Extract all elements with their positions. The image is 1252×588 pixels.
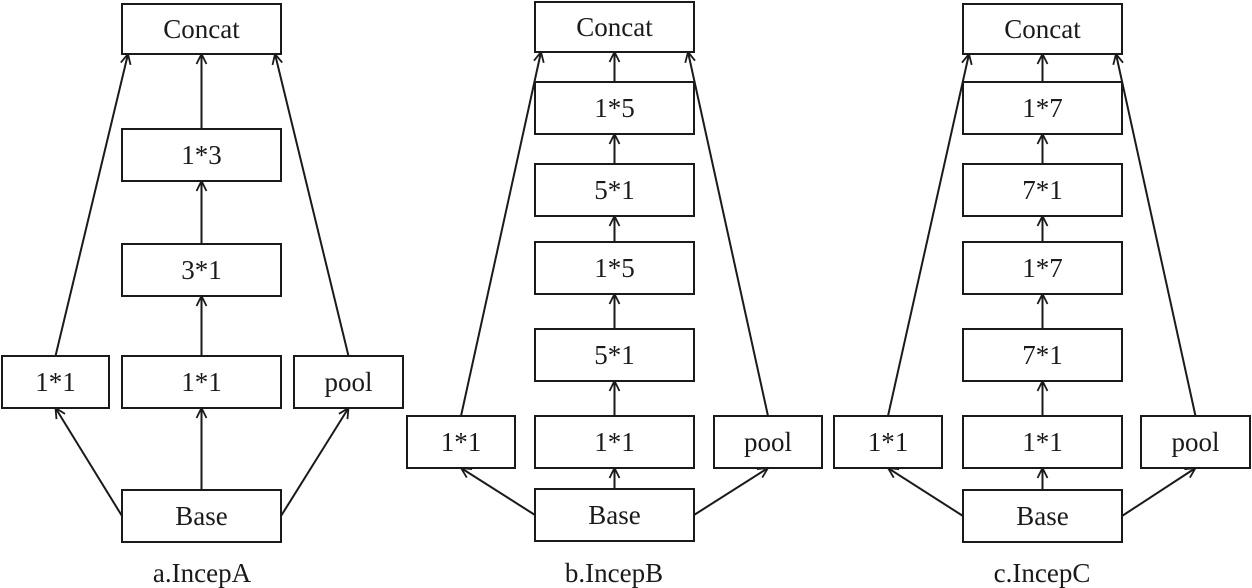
panel-2-center-box-5-rect <box>534 81 695 135</box>
panel-2-center-box-5: 1*5 <box>534 81 695 135</box>
panel-2-center-box-2-label: 5*1 <box>594 340 635 370</box>
panel-2-center-box-2-rect <box>534 328 695 382</box>
panel-2-pool-box-label: pool <box>744 427 792 457</box>
panel-2-arrow-base-to-pool <box>693 468 768 516</box>
panel-3-left-conv-box-rect <box>833 415 943 469</box>
panel-1-left-conv-box-rect <box>1 355 110 409</box>
panel-1-left-conv-box: 1*1 <box>1 355 110 409</box>
panel-2-center-box-2: 5*1 <box>534 328 695 382</box>
panel-3-arrow-base-to-left <box>888 468 964 517</box>
panel-3-caption: c.IncepC <box>994 558 1091 588</box>
panel-2-concat-box-rect <box>534 1 695 53</box>
panel-1-concat-box: Concat <box>121 3 282 55</box>
panel-1-center-box-1-rect <box>121 355 282 409</box>
panel-3-center-box-4-label: 7*1 <box>1022 175 1063 205</box>
panel-3-concat-box-rect <box>962 3 1123 55</box>
panel-3-center-box-2: 7*1 <box>962 328 1123 382</box>
panel-1-arrow-pool-to-concat <box>275 54 350 357</box>
panel-1-concat-box-label: Concat <box>163 14 240 44</box>
panel-2-left-conv-box: 1*1 <box>406 415 516 469</box>
panel-2-center-box-4-label: 5*1 <box>594 175 635 205</box>
panel-2-center-box-1-label: 1*1 <box>594 427 635 457</box>
panel-1-caption: a.IncepA <box>153 558 252 588</box>
panel-1-center-box-2-label: 3*1 <box>181 255 222 285</box>
panel-1-arrow-base-to-pool <box>280 408 349 517</box>
panel-1-center-box-1: 1*1 <box>121 355 282 409</box>
panel-1-center-box-3-rect <box>121 128 282 182</box>
panel-3-center-box-4: 7*1 <box>962 163 1123 217</box>
panel-3-concat-box-label: Concat <box>1004 14 1081 44</box>
panel-3-concat-box: Concat <box>962 3 1123 55</box>
panel-2-concat-box-label: Concat <box>576 12 653 42</box>
panel-2-pool-box-rect <box>713 415 823 469</box>
panel-2-center-box-3-label: 1*5 <box>594 253 635 283</box>
panel-3-center-box-3-label: 1*7 <box>1022 253 1063 283</box>
panel-1-base-box-rect <box>121 489 282 543</box>
panel-2-center-box-1-rect <box>534 415 695 469</box>
panel-1-pool-box: pool <box>293 355 404 409</box>
panel-3-base-box-label: Base <box>1016 501 1069 531</box>
panel-3-left-conv-box: 1*1 <box>833 415 943 469</box>
panel-3-center-box-4-rect <box>962 163 1123 217</box>
panel-1-base-box-label: Base <box>175 501 228 531</box>
panel-3-center-box-3-rect <box>962 241 1123 295</box>
panel-2-arrow-base-to-left <box>461 468 536 516</box>
panel-2-pool-box: pool <box>713 415 823 469</box>
panel-3-arrow-base-to-pool <box>1121 468 1196 517</box>
panel-1-center-box-2-rect <box>121 243 282 297</box>
panel-2-left-conv-box-label: 1*1 <box>441 427 482 457</box>
panel-1-concat-box-rect <box>121 3 282 55</box>
panel-3-center-box-5-label: 1*7 <box>1022 93 1063 123</box>
panel-2-base-box-label: Base <box>588 500 641 530</box>
panel-2-concat-box: Concat <box>534 1 695 53</box>
panel-3-arrow-pool-to-concat <box>1116 54 1197 417</box>
panel-1-arrow-left-to-concat <box>54 54 129 357</box>
panel-1-arrow-base-to-left <box>56 408 123 517</box>
panel-1-pool-box-label: pool <box>324 367 372 397</box>
panel-1-center-box-3-label: 1*3 <box>181 140 222 170</box>
panel-2-left-conv-box-rect <box>406 415 516 469</box>
panel-3-left-conv-box-label: 1*1 <box>868 427 909 457</box>
panel-3-pool-box-rect <box>1140 415 1251 469</box>
panel-2-center-box-5-label: 1*5 <box>594 93 635 123</box>
panel-2-caption: b.IncepB <box>565 558 663 588</box>
panel-3-center-box-5: 1*7 <box>962 81 1123 135</box>
panel-3-base-box-rect <box>962 489 1123 543</box>
panel-3-center-box-5-rect <box>962 81 1123 135</box>
panel-1-center-box-1-label: 1*1 <box>181 367 222 397</box>
panel-2-arrow-left-to-concat <box>460 52 541 417</box>
panel-3-center-box-2-label: 7*1 <box>1022 340 1063 370</box>
panel-2-center-box-3-rect <box>534 241 695 295</box>
panel-2-arrow-pool-to-concat <box>688 52 769 417</box>
panel-2-center-box-3: 1*5 <box>534 241 695 295</box>
panel-1-base-box: Base <box>121 489 282 543</box>
panel-2-center-box-4: 5*1 <box>534 163 695 217</box>
panel-3-center-box-1: 1*1 <box>962 415 1123 469</box>
panel-3-pool-box-label: pool <box>1171 427 1219 457</box>
panel-2-center-box-4-rect <box>534 163 695 217</box>
panel-1-center-box-2: 3*1 <box>121 243 282 297</box>
panel-3-base-box: Base <box>962 489 1123 543</box>
panel-1-left-conv-box-label: 1*1 <box>35 367 76 397</box>
panel-2-base-box-rect <box>534 488 695 542</box>
panel-1-center-box-3: 1*3 <box>121 128 282 182</box>
panel-1-pool-box-rect <box>293 355 404 409</box>
panel-2-base-box: Base <box>534 488 695 542</box>
panel-3-center-box-2-rect <box>962 328 1123 382</box>
panel-2-center-box-1: 1*1 <box>534 415 695 469</box>
panel-3-center-box-3: 1*7 <box>962 241 1123 295</box>
panel-3-arrow-left-to-concat <box>887 54 969 417</box>
panel-3-center-box-1-label: 1*1 <box>1022 427 1063 457</box>
panel-3-center-box-1-rect <box>962 415 1123 469</box>
panel-3-pool-box: pool <box>1140 415 1251 469</box>
